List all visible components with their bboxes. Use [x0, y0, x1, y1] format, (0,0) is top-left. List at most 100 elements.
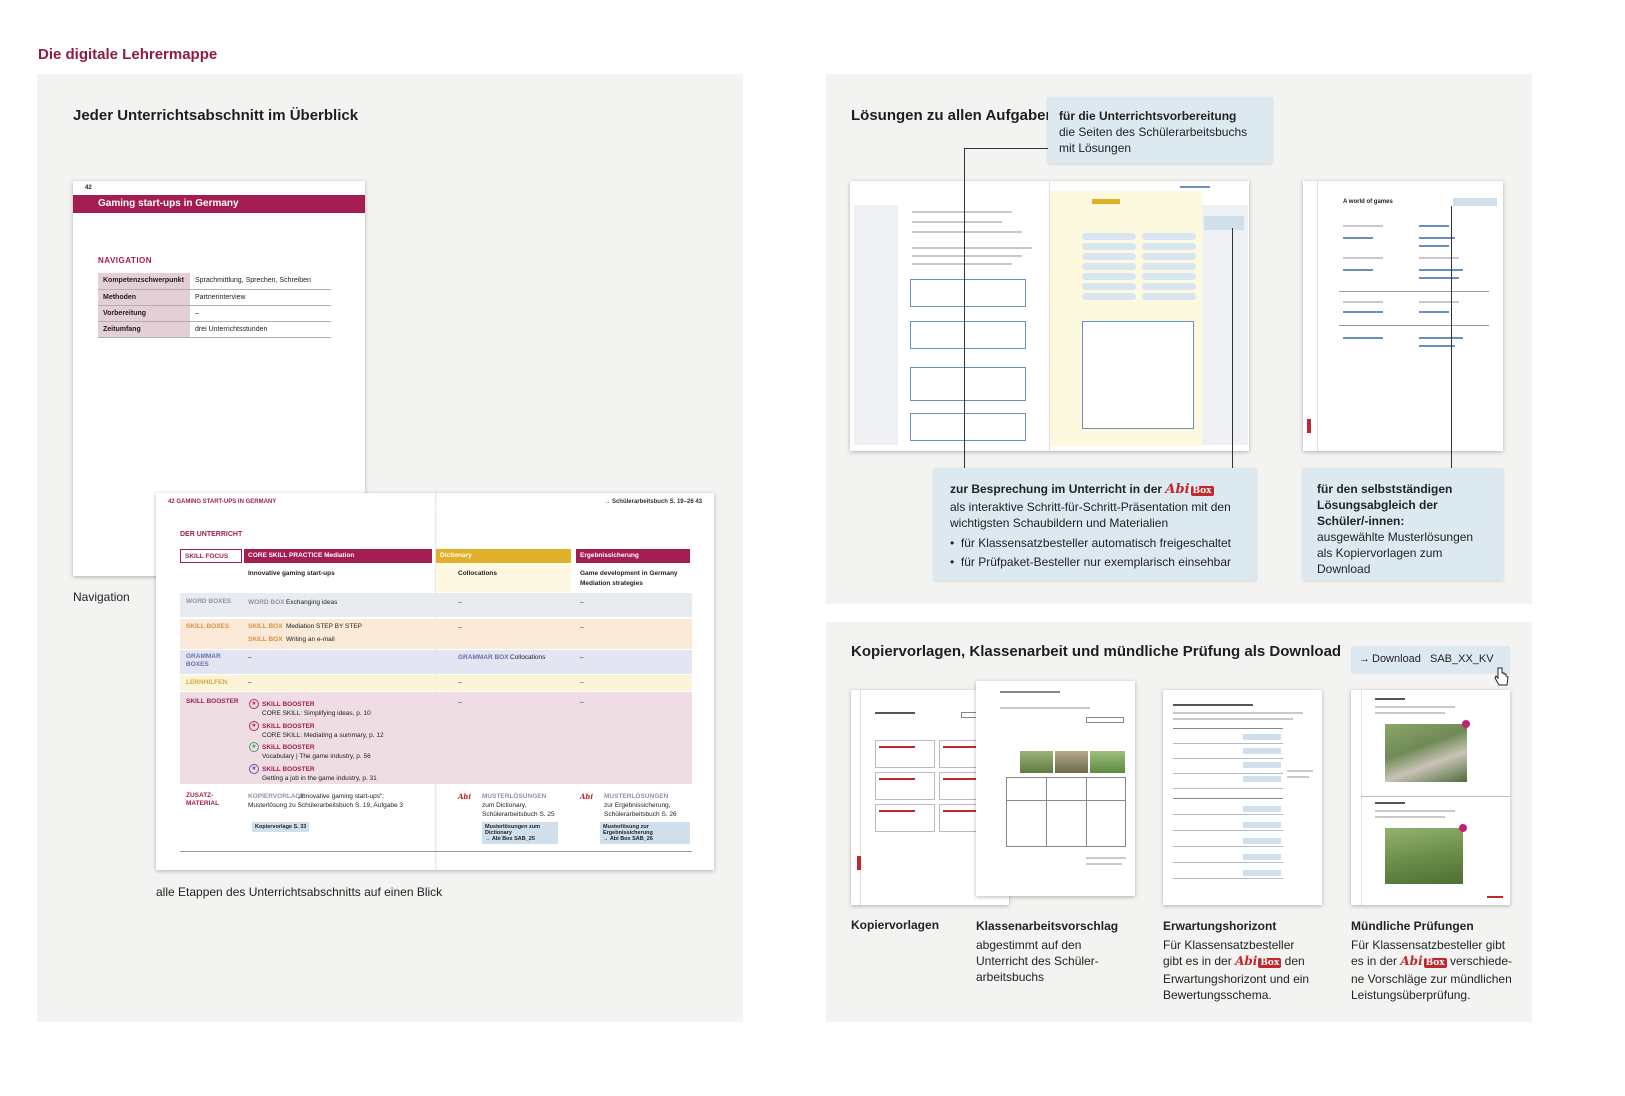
connector-line	[1232, 228, 1233, 468]
booster-tag-4: SKILL BOOSTER	[262, 766, 315, 773]
right-top-panel-title: Lösungen zu allen Aufgaben	[851, 107, 1055, 124]
booster-tag-3: SKILL BOOSTER	[262, 744, 315, 751]
focus-core: Innovative gaming start-ups	[248, 570, 335, 577]
row-label-zusatz: ZUSATZ-MATERIAL	[186, 792, 220, 807]
solution-spread-preview[interactable]	[850, 181, 1249, 451]
focus-ergeb-2: Mediation strategies	[580, 580, 643, 587]
photo-thumbnail	[1020, 751, 1053, 773]
connector-line	[964, 148, 1048, 149]
booster-c2: –	[458, 699, 462, 706]
word-c2: –	[458, 599, 462, 606]
item-text-klassenarbeit: abgestimmt auf den Unterricht des Schüle…	[976, 938, 1099, 984]
photo-thumbnail	[1055, 751, 1088, 773]
star-icon: ★	[249, 742, 259, 752]
booster-text-3: Vocabulary | The game industry, p. 56	[262, 753, 371, 760]
dictionary-tag	[1092, 199, 1120, 204]
item-text-muendlich: Für Klassensatzbesteller gibt es in der …	[1351, 938, 1512, 1002]
writing-box	[1082, 321, 1194, 429]
skill-c1a: Mediation STEP BY STEP	[286, 623, 362, 630]
row-grammar-boxes	[180, 650, 692, 674]
lern-c2: –	[458, 679, 462, 686]
photo-thumbnail	[1385, 724, 1467, 782]
skill-c1b: Writing an e-mail	[286, 636, 335, 643]
zusatz-c2: zum Dictionary, Schülerarbeitsbuch S. 25	[482, 802, 555, 818]
right-page-margin	[1202, 205, 1248, 445]
zusatz-c1: „Innovative gaming start-ups“; Musterlös…	[248, 793, 404, 809]
musterloesung-ergebnis-button[interactable]: Musterlösung zur Ergebnissicherung → Abi…	[600, 822, 690, 844]
item-title-erwartungshorizont: Erwartungshorizont	[1163, 919, 1277, 933]
skill-c2: –	[458, 624, 462, 631]
download-mini-button	[1453, 198, 1497, 206]
left-panel-title: Jeder Unterrichtsabschnitt im Überblick	[73, 107, 359, 124]
spread-bottom-rule	[180, 851, 692, 852]
download-button[interactable]: →Download SAB_XX_KV	[1351, 646, 1510, 674]
spread-caption: alle Etappen des Unterrichtsabschnitts a…	[156, 885, 443, 899]
photo-thumbnail	[1090, 751, 1125, 773]
download-label: Download	[1372, 653, 1421, 665]
marker-dot	[1462, 720, 1470, 728]
navigation-page-preview[interactable]: 42 Gaming start-ups in Germany NAVIGATIO…	[73, 181, 365, 576]
col-header-ergebnissicherung: Ergebnissicherung	[576, 549, 690, 563]
navigation-label: NAVIGATION	[98, 256, 153, 265]
page-number: 42	[85, 185, 92, 191]
klassenarbeit-preview[interactable]	[976, 681, 1135, 896]
answer-box	[910, 413, 1026, 441]
star-icon: ★	[249, 764, 259, 774]
fold	[1049, 181, 1050, 451]
focus-dict: Collocations	[458, 570, 498, 577]
muendliche-pruefungen-preview[interactable]	[1351, 690, 1510, 905]
row-label-lern: LERNHILFEN	[186, 679, 228, 686]
item-title-klassenarbeit: Klassenarbeitsvorschlag	[976, 919, 1119, 933]
row-skill-boxes	[180, 619, 692, 649]
booster-text-1: CORE SKILL: Simplifying ideas, p. 10	[262, 710, 371, 717]
kopiervorlage-button[interactable]: Kopiervorlage S. 33	[252, 822, 310, 832]
navigation-caption: Navigation	[73, 590, 130, 604]
row-skill-booster	[180, 692, 692, 784]
callout-unterrichtsvorbereitung: für die Unterrichtsvorbereitung die Seit…	[1048, 97, 1272, 163]
callout-besprechung: zur Besprechung im Unterricht in der Abi…	[934, 468, 1256, 580]
marker-dot	[1459, 824, 1467, 832]
zusatz-c1-tag: KOPIERVORLAGE	[248, 793, 305, 800]
page-accent	[857, 856, 861, 870]
abibox-logo: Abi	[580, 792, 593, 801]
table-row: Vorbereitung–	[98, 305, 331, 322]
skill-focus-label: SKILL FOCUS	[180, 549, 242, 563]
musterloesung-page-preview[interactable]: A world of games	[1303, 181, 1503, 451]
row-word-boxes	[180, 593, 692, 617]
abibox-logo: Abi	[458, 792, 471, 801]
row-label-word: WORD BOXES	[186, 598, 232, 605]
right-bottom-panel-title: Kopiervorlagen, Klassenarbeit und mündli…	[851, 643, 1342, 660]
connector-line	[1451, 206, 1452, 468]
row-label-skill: SKILL BOXES	[186, 623, 230, 630]
grammar-c2-tag: GRAMMAR BOX	[458, 654, 509, 661]
musterloesung-dictionary-button[interactable]: Musterlösungen zum Dictionary → Abi Box …	[482, 822, 558, 844]
connector-line	[964, 148, 965, 468]
skill-c1b-tag: SKILL BOX	[248, 636, 283, 643]
item-title-muendlich: Mündliche Prüfungen	[1351, 919, 1474, 933]
row-label-booster: SKILL BOOSTER	[186, 698, 239, 705]
main-title: Die digitale Lehrermappe	[38, 46, 218, 63]
page-margin-column	[854, 205, 898, 445]
callout-loesungsabgleich: für den selbstständigen Lösungsabgleich …	[1303, 468, 1503, 580]
grammar-c3: –	[580, 654, 584, 661]
focus-row-bg-dict	[436, 564, 571, 592]
erwartungshorizont-preview[interactable]	[1163, 690, 1322, 905]
grammar-c1: –	[248, 654, 252, 661]
item-title-kopiervorlagen: Kopiervorlagen	[851, 918, 940, 932]
abibox-mini-button	[1204, 216, 1244, 230]
page-accent	[1307, 419, 1311, 433]
booster-c3: –	[580, 699, 584, 706]
lesson-spread-preview[interactable]: 42 GAMING START-UPS IN GERMANY → Schüler…	[156, 493, 714, 870]
booster-text-4: Getting a job in the game industry, p. 3…	[262, 775, 377, 782]
spread-left-header: 42 GAMING START-UPS IN GERMANY	[168, 499, 277, 505]
answer-box	[910, 279, 1026, 307]
lern-c3: –	[580, 679, 584, 686]
booster-tag-1: SKILL BOOSTER	[262, 701, 315, 708]
download-code: SAB_XX_KV	[1429, 653, 1494, 665]
